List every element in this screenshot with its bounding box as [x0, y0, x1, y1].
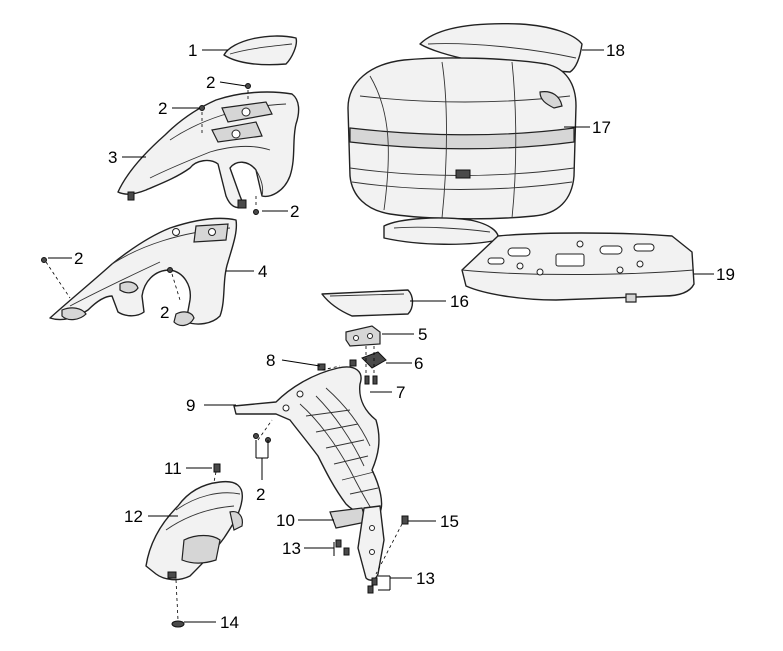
callout-2: 2 [74, 249, 83, 268]
part-16-cover [321, 289, 414, 317]
assembly-lines [45, 90, 403, 621]
callout-13: 13 [416, 569, 435, 588]
part-4-lower-frame [49, 217, 238, 327]
part-2-screws [41, 83, 271, 443]
callout-18: 18 [606, 41, 625, 60]
part-9-rear-fender [233, 366, 383, 516]
part-19-rack-plate [461, 232, 695, 303]
callout-2: 2 [158, 99, 167, 118]
part-12-hugger [145, 480, 243, 581]
callout-5: 5 [418, 325, 427, 344]
part-14-washer [171, 620, 185, 628]
part-1-pad [223, 35, 298, 66]
callout-1: 1 [188, 41, 197, 60]
part-11-screw [213, 463, 221, 473]
callout-15: 15 [440, 512, 459, 531]
part-17-top-box [347, 57, 577, 245]
part-5-bracket [345, 325, 381, 347]
callout-4: 4 [258, 262, 267, 281]
callout-14: 14 [220, 613, 239, 632]
part-8-nut [317, 359, 357, 371]
callout-labels: 1 2 2 3 2 2 4 2 18 17 19 16 5 6 7 8 9 2 … [74, 41, 735, 632]
callout-16: 16 [450, 292, 469, 311]
callout-9: 9 [186, 396, 195, 415]
part-10-plate-bracket [329, 505, 385, 581]
callout-12: 12 [124, 507, 143, 526]
callout-3: 3 [108, 148, 117, 167]
callout-7: 7 [396, 383, 405, 402]
callout-2: 2 [206, 73, 215, 92]
callout-10: 10 [276, 511, 295, 530]
part-15-screw [401, 515, 409, 525]
callout-8: 8 [266, 351, 275, 370]
part-7-screws [364, 375, 378, 385]
callout-2: 2 [256, 485, 265, 504]
leader-lines [48, 49, 714, 623]
callout-2: 2 [160, 303, 169, 322]
callout-11: 11 [164, 459, 182, 478]
callout-6: 6 [414, 354, 423, 373]
part-13-screws [335, 539, 378, 594]
part-3-upper-carrier [117, 91, 300, 209]
callout-2: 2 [290, 202, 299, 221]
callout-13: 13 [282, 539, 301, 558]
callout-17: 17 [592, 118, 611, 137]
callout-19: 19 [716, 265, 735, 284]
